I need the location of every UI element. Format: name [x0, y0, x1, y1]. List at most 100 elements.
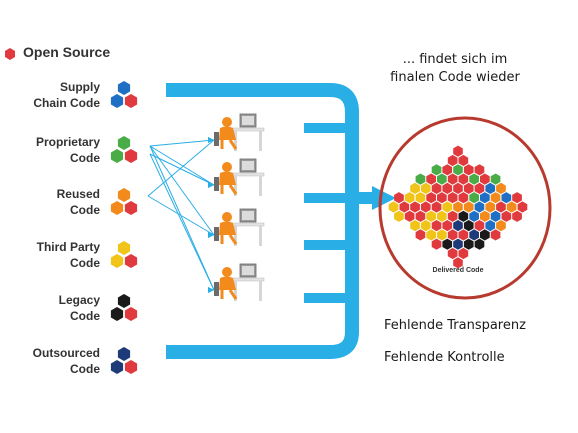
code-hex-icon	[490, 210, 501, 222]
code-hex-icon	[458, 154, 469, 167]
source-hex-icon	[117, 81, 131, 95]
person-head-icon	[222, 267, 232, 277]
code-hex-icon	[469, 173, 479, 185]
open-source-hex-icon	[124, 360, 138, 374]
developer-icon	[214, 158, 265, 196]
connector-line	[149, 139, 215, 147]
pipe-system	[166, 83, 396, 359]
code-hex-icon	[415, 210, 426, 222]
code-hex-icon	[388, 201, 399, 213]
person-legs-icon	[220, 289, 238, 300]
code-hex-icon	[442, 220, 453, 232]
code-hex-icon	[490, 192, 501, 204]
person-legs-icon	[220, 234, 238, 245]
chair-icon	[214, 227, 219, 241]
code-hex-icon	[437, 173, 447, 185]
open-source-hex-icon	[124, 201, 138, 215]
delivered-code-circle	[378, 116, 552, 300]
code-hex-icon	[453, 257, 463, 269]
code-hex-icon	[431, 220, 442, 232]
code-hex-icon	[496, 220, 506, 232]
code-hex-icon	[431, 201, 442, 213]
desk-icon	[229, 127, 265, 132]
monitor-screen-icon	[242, 266, 254, 275]
code-hex-icon	[394, 192, 404, 204]
code-hex-icon	[485, 201, 496, 213]
open-source-hex-icon	[124, 149, 138, 163]
code-hex-icon	[453, 220, 463, 232]
open-source-hex-icon	[5, 48, 15, 60]
code-hex-icon	[517, 201, 528, 213]
code-hex-icon	[506, 201, 517, 213]
code-hex-icon	[501, 192, 512, 204]
developer-group	[214, 113, 265, 301]
connector-arrow-icon	[208, 287, 214, 293]
desk-icon	[229, 172, 265, 177]
source-hex-icon	[117, 136, 131, 150]
code-hex-icon	[469, 210, 479, 222]
code-hex-icon	[447, 247, 458, 260]
connector-line	[149, 145, 215, 186]
open-source-hex-icon	[124, 307, 138, 321]
code-hex-icon	[447, 173, 458, 185]
desk-icon	[229, 222, 265, 227]
source-hex-icon	[117, 241, 131, 255]
chair-icon	[214, 132, 219, 146]
code-hex-icon	[410, 182, 420, 194]
chair-icon	[214, 177, 219, 191]
desk-icon	[229, 277, 265, 282]
code-hex-icon	[474, 220, 485, 232]
code-hex-icon	[485, 220, 496, 232]
code-hex-icon	[404, 192, 415, 204]
chair-icon	[214, 282, 219, 296]
source-label-line-2: Chain Code	[33, 96, 100, 110]
code-hex-icon	[512, 192, 522, 204]
person-body-icon	[219, 171, 236, 185]
code-hex-icon	[512, 210, 522, 222]
note-transparency: Fehlende Transparenz	[384, 318, 526, 333]
source-label-line-1: Legacy	[59, 293, 101, 307]
source-label-line-1: Third Party	[37, 240, 101, 254]
code-hex-icon	[437, 210, 447, 222]
connector-line	[147, 195, 215, 236]
code-hex-icon	[490, 229, 501, 241]
person-legs-icon	[220, 184, 238, 195]
connector-arrow-icon	[208, 182, 214, 188]
code-hex-icon	[442, 201, 453, 213]
code-hex-icon	[431, 164, 442, 176]
desk-leg-icon	[259, 281, 262, 301]
person-body-icon	[219, 126, 236, 140]
code-hex-icon	[480, 173, 490, 185]
code-hex-icon	[447, 192, 458, 204]
legend-label: Open Source	[23, 44, 110, 60]
code-hex-icon	[453, 182, 463, 194]
monitor-screen-icon	[242, 161, 254, 170]
source-hex-icon	[117, 188, 131, 202]
developer-icon	[214, 263, 265, 301]
source-label-line-2: Code	[70, 309, 100, 323]
person-legs-icon	[220, 139, 238, 150]
code-hex-icon	[496, 201, 506, 213]
desk-leg-icon	[234, 281, 237, 301]
code-hex-icon	[437, 229, 447, 241]
code-hex-icon	[420, 201, 431, 213]
monitor-screen-icon	[242, 116, 254, 125]
source-label-line-2: Code	[70, 362, 100, 376]
code-hex-icon	[474, 182, 485, 194]
connector-arrow-icon	[208, 232, 214, 238]
code-hex-icon	[453, 201, 463, 213]
code-hex-icon	[453, 238, 463, 250]
delivered-code-label: Delivered Code	[433, 267, 484, 274]
code-hex-icon	[426, 192, 436, 204]
code-hex-icon	[469, 192, 479, 204]
code-hex-icon	[463, 201, 474, 213]
code-hex-icon	[458, 210, 469, 222]
connector-line	[149, 145, 215, 291]
code-hex-icon	[415, 173, 426, 185]
code-hex-icon	[442, 164, 453, 176]
code-hex-icon	[474, 201, 485, 213]
